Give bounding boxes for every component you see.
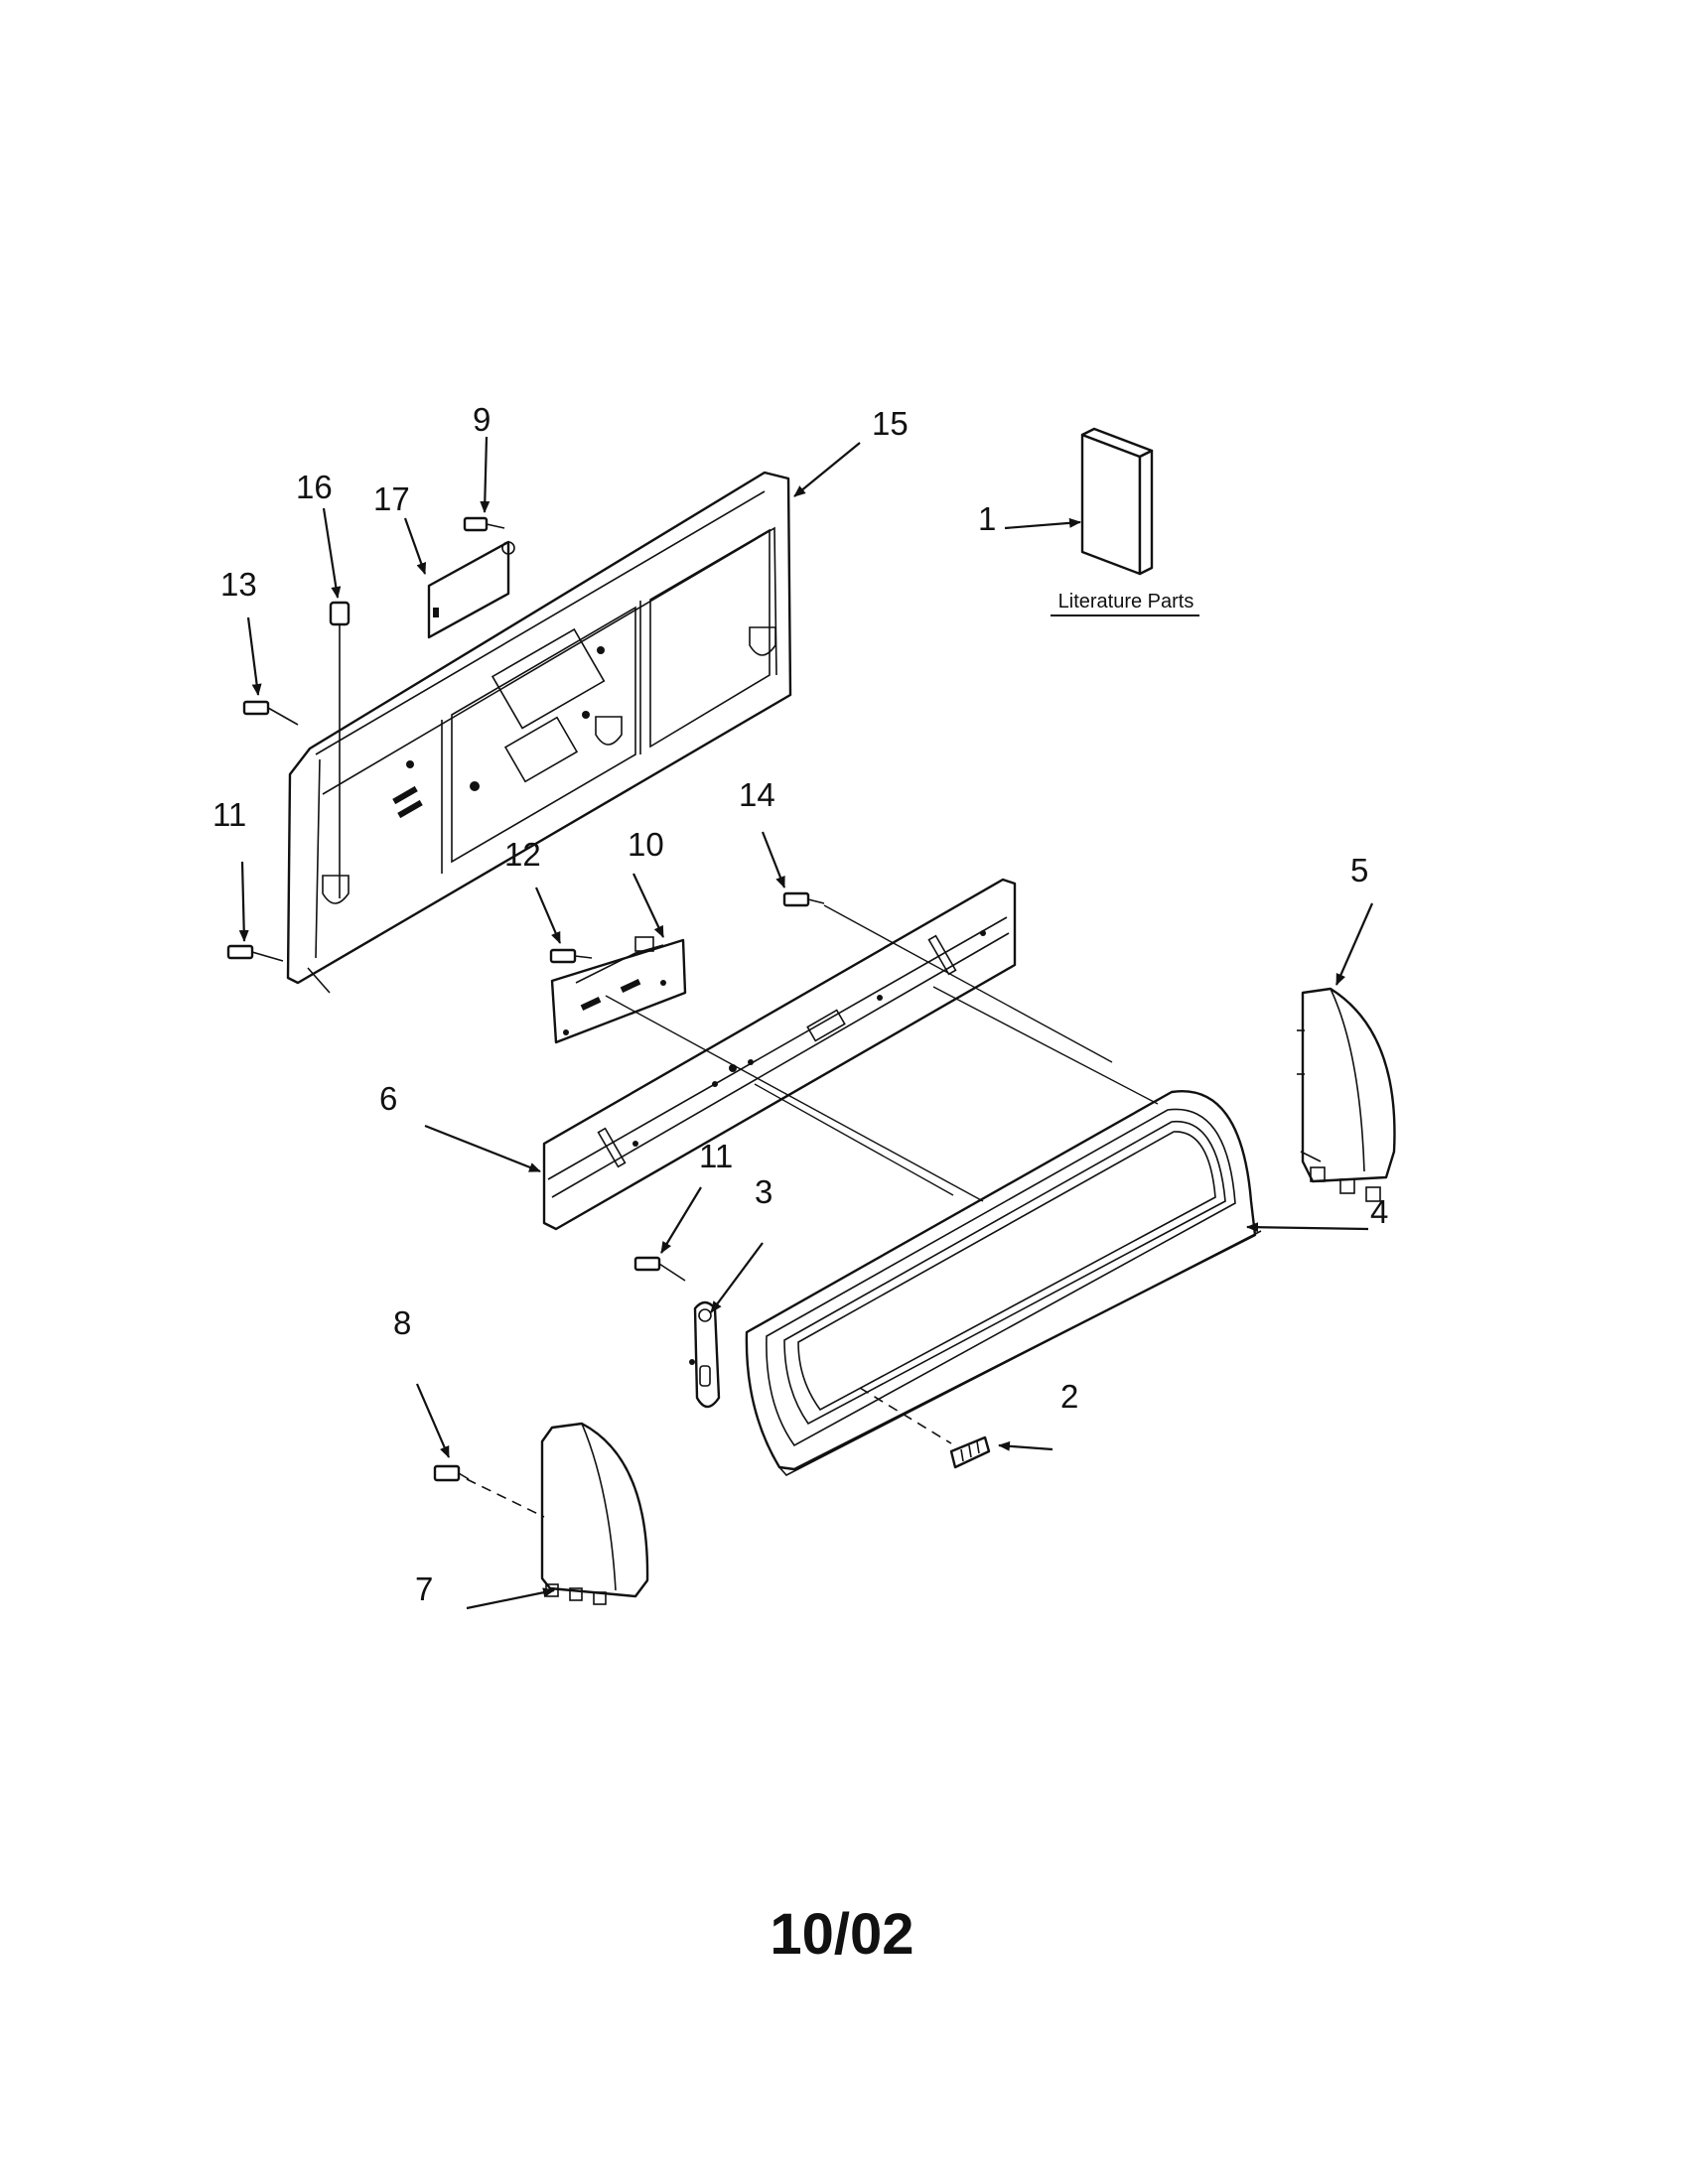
- callout-1: 1: [978, 500, 996, 537]
- screw-8: [433, 1464, 470, 1482]
- end-cap-right: [1297, 987, 1396, 1202]
- callout-11-bottom: 11: [699, 1138, 733, 1174]
- badge-clip: [949, 1435, 991, 1469]
- callout-10: 10: [628, 826, 664, 863]
- callout-17: 17: [373, 480, 410, 517]
- end-cap-left: [540, 1422, 649, 1605]
- callout-15: 15: [872, 405, 909, 442]
- assembly-lines: [466, 904, 1159, 1518]
- callout-9: 9: [473, 401, 491, 438]
- screw-9: [463, 516, 505, 532]
- callout-2: 2: [1060, 1378, 1078, 1415]
- screw-14: [782, 891, 825, 907]
- callout-13: 13: [220, 566, 257, 603]
- callout-11-left: 11: [212, 796, 246, 833]
- callout-3: 3: [755, 1173, 772, 1210]
- callout-16: 16: [296, 469, 333, 505]
- callout-5: 5: [1350, 852, 1368, 888]
- callout-labels: 1 2 3 4 5 6 7 8 9 10 11 11 12 13 14 15 1…: [212, 401, 1388, 1607]
- callout-8: 8: [393, 1304, 411, 1341]
- back-panel: [286, 471, 792, 994]
- small-bracket: [427, 540, 515, 639]
- callout-12: 12: [504, 836, 541, 873]
- console-panel: [745, 1090, 1262, 1476]
- screw-11-left: [226, 944, 284, 962]
- lever-bracket: [689, 1300, 721, 1409]
- callout-7: 7: [415, 1570, 433, 1607]
- screw-16: [329, 601, 351, 898]
- callout-4: 4: [1370, 1193, 1388, 1230]
- literature-box: [1080, 427, 1154, 576]
- footer-date: 10/02: [770, 1902, 913, 1967]
- callout-6: 6: [379, 1080, 397, 1117]
- screw-13: [242, 700, 299, 726]
- literature-parts-label: Literature Parts: [1058, 591, 1194, 613]
- mounting-rail: [542, 878, 1017, 1231]
- screw-12: [549, 948, 593, 964]
- callout-14: 14: [739, 776, 775, 813]
- screw-11-bottom: [633, 1256, 686, 1282]
- leader-arrows: [238, 436, 1374, 1610]
- control-board: [550, 936, 687, 1044]
